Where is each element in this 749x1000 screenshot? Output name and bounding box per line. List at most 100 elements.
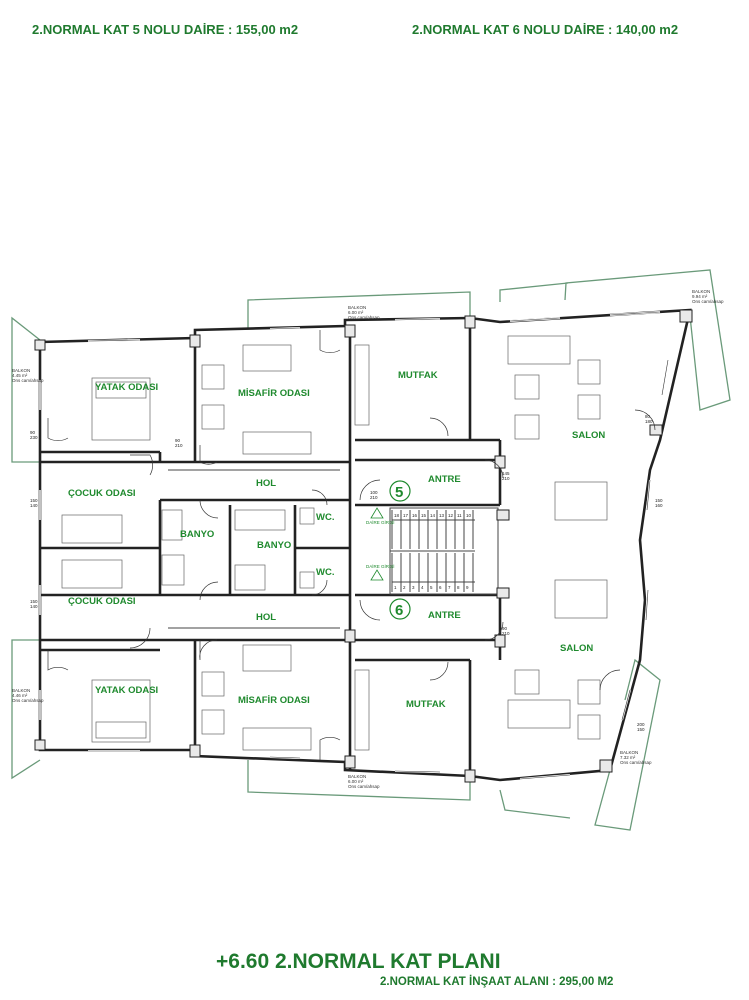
balcony-left-top bbox=[11, 316, 41, 463]
apartment-5-marker bbox=[389, 480, 411, 502]
sofa-top bbox=[507, 335, 571, 365]
kitchen-counter-top bbox=[354, 344, 370, 426]
svg-text:9.94 m²: 9.94 m² bbox=[692, 294, 708, 299]
window-glass bbox=[394, 318, 441, 321]
balcony-label-top-right: BALKON 9.94 m² Ons cam/ahsap bbox=[692, 289, 724, 304]
svg-text:BALKON: BALKON bbox=[692, 289, 710, 294]
furniture bbox=[61, 335, 608, 751]
room-mutfak-top: MUTFAK bbox=[398, 370, 438, 381]
balcony-label-bottom-right: BALKON 7.32 m² Ons cam/ahsap bbox=[620, 750, 652, 765]
balcony-top-right bbox=[564, 269, 731, 411]
apartment-6-marker bbox=[389, 598, 411, 620]
stair-number: 11 bbox=[457, 513, 462, 518]
svg-text:BALKON: BALKON bbox=[348, 774, 366, 779]
stair-number: 2 bbox=[403, 585, 406, 590]
bed-top bbox=[91, 377, 151, 441]
balcony-left-bottom bbox=[11, 639, 41, 780]
windows bbox=[39, 311, 669, 780]
balcony-bottom-right-link bbox=[499, 789, 571, 819]
interior-walls bbox=[40, 318, 502, 776]
svg-text:BALKON: BALKON bbox=[12, 688, 30, 693]
svg-text:4.46 m²: 4.46 m² bbox=[12, 693, 28, 698]
window-glass bbox=[661, 359, 669, 396]
svg-text:4.45 m²: 4.45 m² bbox=[12, 373, 28, 378]
stair-number: 4 bbox=[421, 585, 424, 590]
balcony-bottom-mid bbox=[247, 760, 471, 801]
stair-number: 16 bbox=[412, 513, 418, 518]
child-bed-bottom bbox=[61, 559, 123, 589]
window-glass bbox=[269, 756, 301, 759]
room-misafir-odasi-top: MİSAFİR ODASI bbox=[238, 388, 310, 399]
stair-number: 9 bbox=[466, 585, 469, 590]
building-perimeter bbox=[38, 308, 692, 782]
entrance-arrow-icon bbox=[370, 507, 384, 519]
room-misafir-odasi-bottom: MİSAFİR ODASI bbox=[238, 695, 310, 706]
room-mutfak-bottom: MUTFAK bbox=[406, 699, 446, 710]
svg-text:6.00 m²: 6.00 m² bbox=[348, 779, 364, 784]
apartment-6-number: 6 bbox=[395, 602, 403, 619]
balcony-top-right-link bbox=[499, 282, 569, 302]
balcony-outlines bbox=[11, 269, 731, 831]
room-cocuk-odasi-bottom: ÇOCUK ODASI bbox=[68, 596, 136, 607]
stair-number: 12 bbox=[448, 513, 454, 518]
svg-text:BALKON: BALKON bbox=[12, 368, 30, 373]
stair-number: 8 bbox=[457, 585, 460, 590]
entrance-arrow-icon bbox=[370, 569, 384, 581]
svg-text:7.32 m²: 7.32 m² bbox=[620, 755, 636, 760]
doors bbox=[47, 330, 656, 760]
balcony-label-bottom-mid: BALKON 6.00 m² Ons cam/ahsap bbox=[348, 774, 380, 789]
stair-number: 14 bbox=[430, 513, 436, 518]
stair-number: 7 bbox=[448, 585, 451, 590]
room-banyo-mid: BANYO bbox=[257, 540, 291, 551]
window-glass bbox=[609, 311, 661, 316]
svg-text:Ons cam/ahsap: Ons cam/ahsap bbox=[348, 315, 380, 320]
svg-text:Ons cam/ahsap: Ons cam/ahsap bbox=[12, 378, 44, 383]
plan-subtitle: 2.NORMAL KAT İNŞAAT ALANI : 295,00 M2 bbox=[380, 976, 614, 988]
room-antre-top: ANTRE bbox=[428, 474, 461, 485]
stair-number: 13 bbox=[439, 513, 445, 518]
room-wc-top: WC. bbox=[316, 512, 334, 523]
balcony-label-left-top: BALKON 4.45 m² Ons cam/ahsap bbox=[12, 368, 44, 383]
svg-text:Ons cam/ahsap: Ons cam/ahsap bbox=[692, 299, 724, 304]
svg-text:Ons cam/ahsap: Ons cam/ahsap bbox=[348, 784, 380, 789]
stair-number: 3 bbox=[412, 585, 415, 590]
stair-number: 1 bbox=[394, 585, 397, 590]
apartment-5-area-label: 2.NORMAL KAT 5 NOLU DAİRE : 155,00 m2 bbox=[32, 22, 299, 37]
stair-numbers-lower: 1 2 3 4 5 6 7 8 9 bbox=[394, 585, 469, 590]
svg-text:BALKON: BALKON bbox=[620, 750, 638, 755]
room-hol-top: HOL bbox=[256, 478, 276, 489]
room-yatak-odasi-top: YATAK ODASI bbox=[95, 382, 158, 393]
room-banyo-left: BANYO bbox=[180, 529, 214, 540]
daire-girisi-top: DAİRE GİRİŞİ bbox=[366, 519, 395, 525]
room-antre-bottom: ANTRE bbox=[428, 610, 461, 621]
window-glass bbox=[645, 589, 649, 621]
window-glass bbox=[87, 339, 141, 342]
window-glass bbox=[621, 689, 631, 721]
columns bbox=[34, 309, 693, 783]
stair-number: 15 bbox=[421, 513, 427, 518]
stair-number: 5 bbox=[430, 585, 433, 590]
balcony-bottom-right bbox=[594, 658, 661, 831]
svg-text:Ons cam/ahsap: Ons cam/ahsap bbox=[620, 760, 652, 765]
dining-table-bottom bbox=[554, 579, 608, 619]
room-cocuk-odasi-top: ÇOCUK ODASI bbox=[68, 488, 136, 499]
child-bed-top bbox=[61, 514, 123, 544]
daire-girisi-bottom: DAİRE GİRİŞİ bbox=[366, 563, 395, 569]
stair-number: 6 bbox=[439, 585, 442, 590]
room-salon-top: SALON bbox=[572, 430, 605, 441]
dining-table-top bbox=[554, 481, 608, 521]
room-wc-bottom: WC. bbox=[316, 567, 334, 578]
kitchen-counter-bottom bbox=[354, 669, 370, 751]
